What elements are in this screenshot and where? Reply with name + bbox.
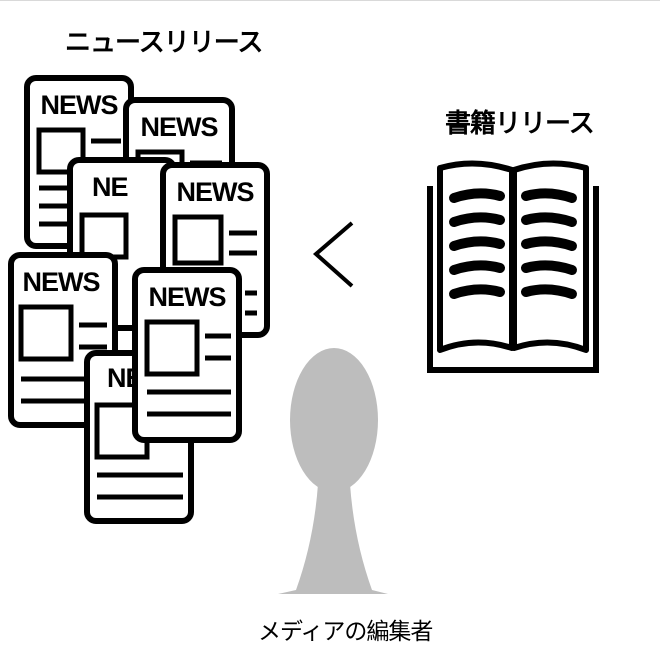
news-card-4-title: NEWS: [177, 177, 254, 207]
news-card-5-title: NEWS: [23, 267, 100, 297]
open-book-icon: [427, 160, 599, 373]
book-release-label: 書籍リリース: [445, 109, 595, 139]
news-card-7-title: NEWS: [149, 282, 226, 312]
news-card-7: NEWS: [132, 267, 242, 443]
news-card-1-title: NEWS: [41, 90, 118, 120]
news-release-label: ニュースリリース: [65, 28, 263, 58]
news-photo-icon: [172, 214, 224, 266]
media-editor-label: メディアの編集者: [258, 619, 433, 645]
less-than-icon: [312, 221, 354, 288]
top-border-line: [0, 0, 660, 1]
news-photo-icon: [144, 319, 200, 377]
person-silhouette: [278, 348, 388, 594]
news-photo-icon: [79, 212, 129, 260]
news-photo-icon: [18, 304, 74, 362]
news-card-3-title: NE: [92, 172, 128, 202]
news-card-2-title: NEWS: [141, 112, 218, 142]
